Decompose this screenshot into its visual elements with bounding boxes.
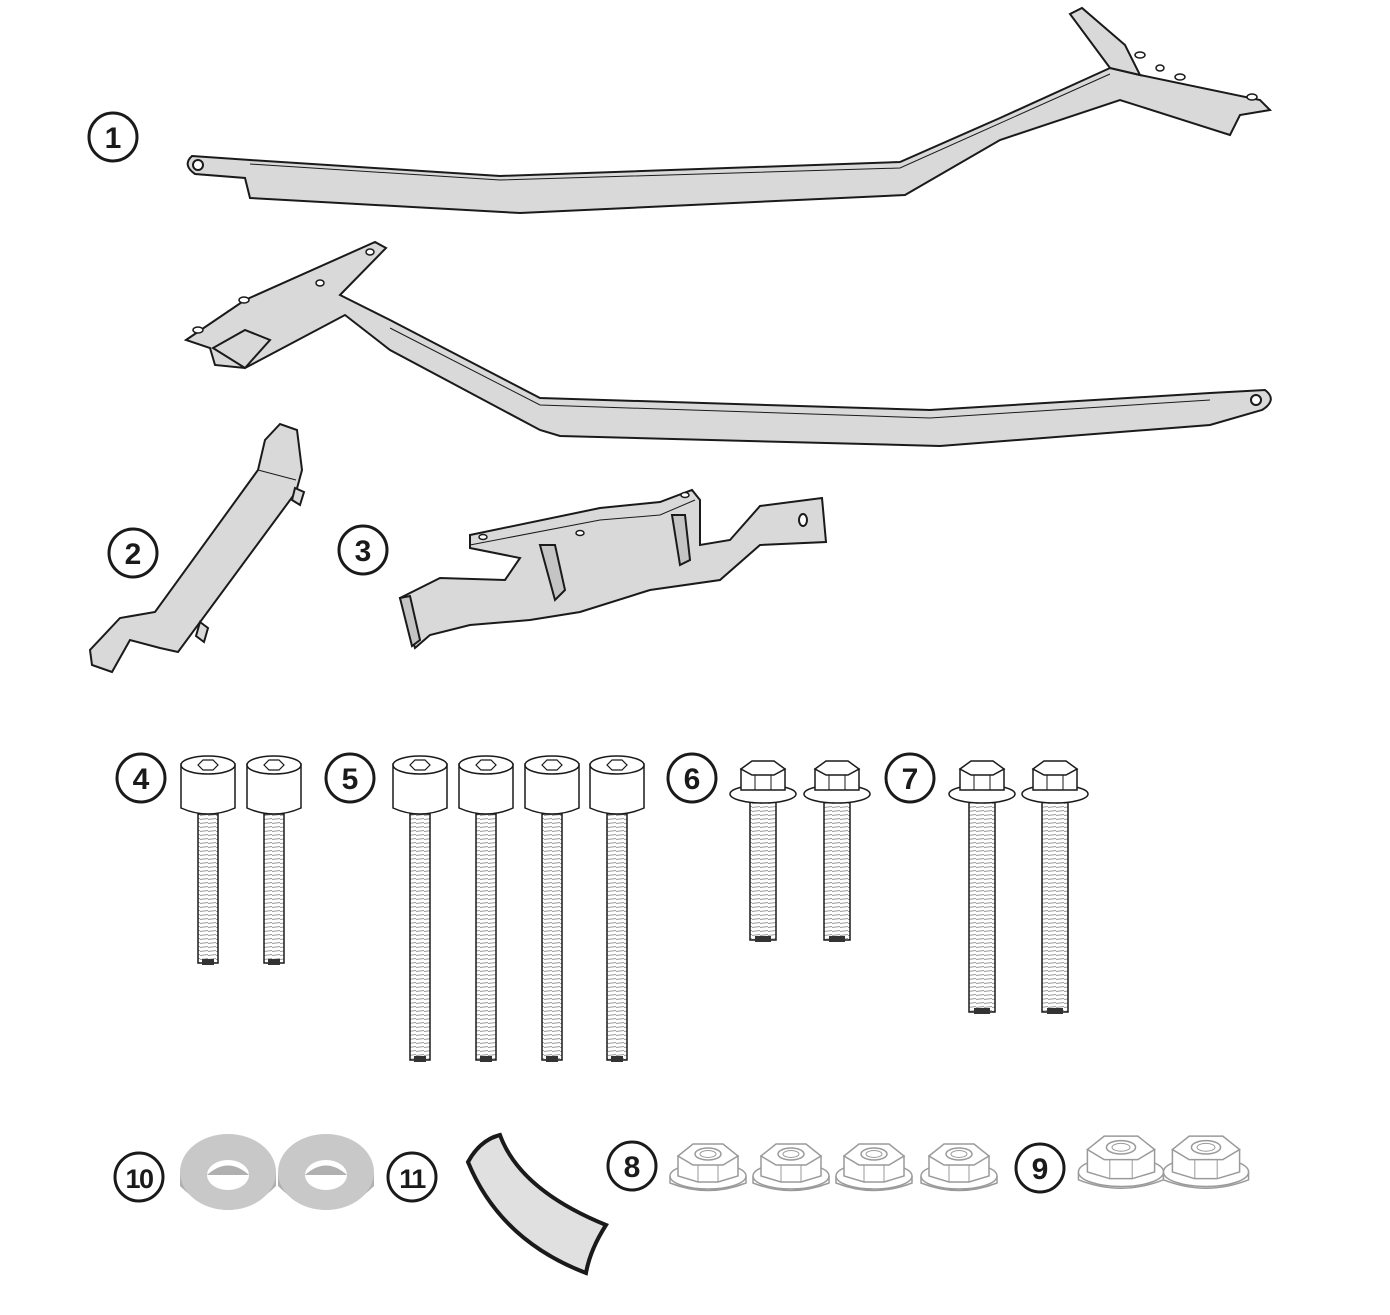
callout-7: 7 [884, 752, 936, 804]
part-10-washer [278, 1134, 374, 1210]
part-8-nut [835, 1143, 913, 1192]
callout-number: 6 [684, 763, 701, 796]
part-6-bolt [803, 760, 871, 942]
callout-number: 10 [125, 1164, 153, 1194]
part-3-bracket [398, 488, 828, 650]
part-5-screw [392, 755, 448, 1062]
part-8-nut [669, 1143, 747, 1192]
callout-number: 3 [355, 535, 372, 568]
part-1-upper-bar [186, 6, 1273, 215]
callout-11: 11 [386, 1151, 438, 1203]
part-5-screw [458, 755, 514, 1062]
callout-number: 7 [902, 763, 919, 796]
callout-3: 3 [337, 524, 389, 576]
callout-4: 4 [115, 752, 167, 804]
callout-number: 1 [105, 122, 122, 155]
callout-number: 8 [624, 1151, 641, 1184]
callout-2: 2 [107, 527, 159, 579]
callout-6: 6 [666, 752, 718, 804]
part-8-nut [920, 1143, 998, 1192]
part-7-bolt [1021, 760, 1089, 1014]
part-7-bolt [948, 760, 1016, 1014]
part-4-screw [180, 755, 236, 965]
callout-8: 8 [606, 1140, 658, 1192]
part-2-bracket [88, 422, 306, 674]
callout-10: 10 [113, 1151, 165, 1203]
part-9-nut [1162, 1135, 1250, 1189]
callout-1: 1 [87, 111, 139, 163]
callout-number: 2 [125, 538, 142, 571]
fasteners-group [180, 755, 1250, 1210]
part-1-lower-bar [183, 240, 1272, 448]
part-10-washer [180, 1134, 276, 1210]
part-8-nut [752, 1143, 830, 1192]
part-5-screw [589, 755, 645, 1062]
callout-number: 9 [1032, 1153, 1049, 1186]
part-6-bolt [729, 760, 797, 942]
part-9-nut [1077, 1135, 1165, 1189]
callout-number: 5 [342, 763, 359, 796]
callouts-group: 1 2 3 4 5 6 7 8 9 10 11 [87, 111, 1066, 1203]
part-4-screw [246, 755, 302, 965]
callout-5: 5 [324, 752, 376, 804]
part-11-adhesive-strip [465, 1132, 609, 1276]
callout-number: 11 [399, 1164, 426, 1194]
callout-9: 9 [1014, 1142, 1066, 1194]
callout-number: 4 [133, 763, 150, 796]
part-5-screw [524, 755, 580, 1062]
